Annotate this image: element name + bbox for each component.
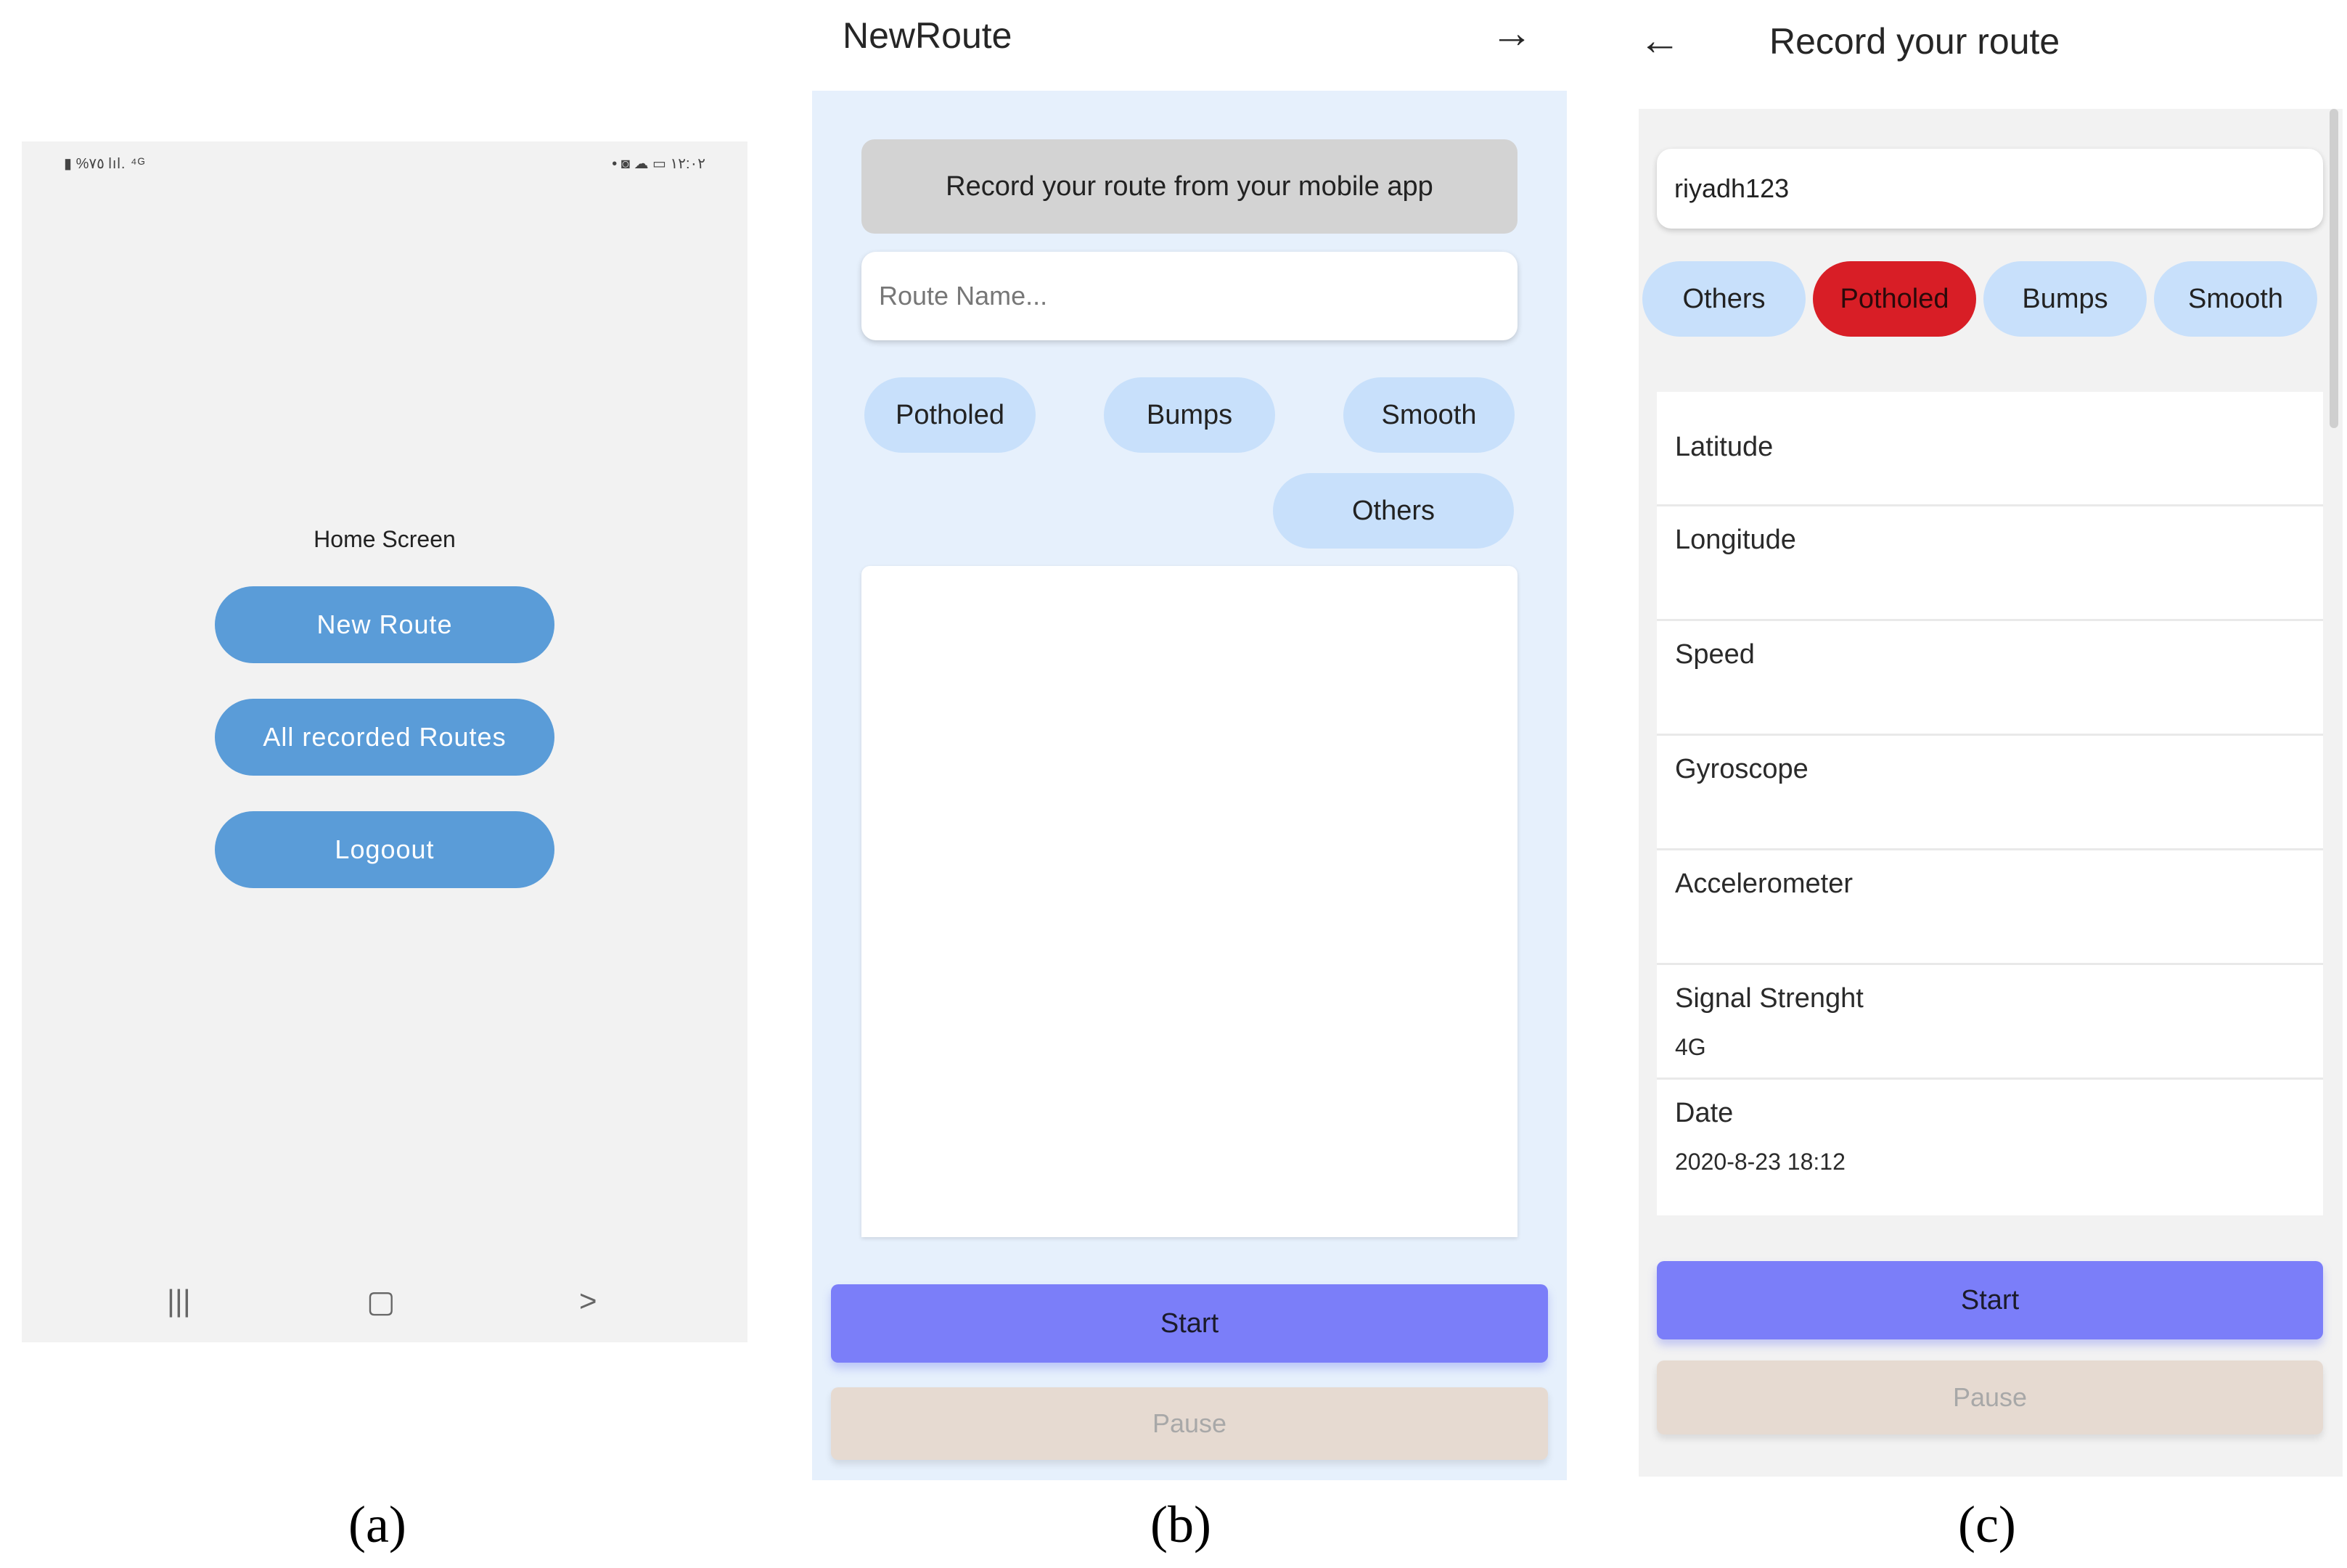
chip-bumps[interactable]: Bumps: [1104, 377, 1275, 453]
field-label: Accelerometer: [1675, 869, 1853, 899]
list-item-latitude: Latitude: [1657, 392, 2323, 506]
all-recorded-routes-button[interactable]: All recorded Routes: [215, 699, 554, 776]
chip-smooth[interactable]: Smooth: [1343, 377, 1515, 453]
back-arrow-icon[interactable]: ←: [1639, 17, 1681, 64]
chip-others[interactable]: Others: [1642, 261, 1806, 337]
new-route-button[interactable]: New Route: [215, 586, 554, 663]
status-bar-right: • ◙ ☁ ▭ ١٢:٠٢: [612, 156, 705, 172]
list-item-gyroscope: Gyroscope: [1657, 736, 2323, 850]
record-route-header: ← Record your route: [1639, 0, 2343, 109]
home-screen-panel: ▮ %٧٥ lıl. ⁴ᴳ • ◙ ☁ ▭ ١٢:٠٢ Home Screen …: [22, 141, 747, 1342]
new-route-panel: Record your route from your mobile app R…: [812, 91, 1567, 1480]
list-item-signal-strength: Signal Strenght 4G: [1657, 965, 2323, 1080]
start-button[interactable]: Start: [831, 1284, 1548, 1363]
field-label: Date: [1675, 1098, 1734, 1128]
sensor-readings-list: Latitude Longitude Speed Gyroscope Accel…: [1657, 392, 2323, 1215]
list-item-speed: Speed: [1657, 621, 2323, 736]
pause-button[interactable]: Pause: [831, 1387, 1548, 1460]
back-icon[interactable]: >: [579, 1284, 597, 1318]
chip-smooth[interactable]: Smooth: [2154, 261, 2317, 337]
route-name-input[interactable]: riyadh123: [1657, 149, 2323, 229]
start-button[interactable]: Start: [1657, 1261, 2323, 1339]
field-label: Speed: [1675, 639, 1755, 670]
record-route-panel: riyadh123 Others Potholed Bumps Smooth L…: [1639, 109, 2343, 1477]
field-value: 4G: [1675, 1034, 1706, 1060]
chip-potholed[interactable]: Potholed: [864, 377, 1036, 453]
record-route-banner: Record your route from your mobile app: [861, 139, 1517, 234]
home-icon[interactable]: ▢: [366, 1284, 396, 1318]
logout-button[interactable]: Logoout: [215, 811, 554, 888]
list-item-longitude: Longitude: [1657, 506, 2323, 621]
field-label: Gyroscope: [1675, 754, 1809, 784]
field-label: Latitude: [1675, 432, 1774, 462]
forward-arrow-icon[interactable]: →: [1491, 9, 1533, 57]
list-item-accelerometer: Accelerometer: [1657, 850, 2323, 965]
caption-b: (b): [1150, 1495, 1211, 1553]
status-bar: ▮ %٧٥ lıl. ⁴ᴳ • ◙ ☁ ▭ ١٢:٠٢: [22, 141, 747, 185]
status-bar-left: ▮ %٧٥ lıl. ⁴ᴳ: [64, 156, 146, 172]
field-label: Signal Strenght: [1675, 983, 1864, 1014]
chip-potholed[interactable]: Potholed: [1813, 261, 1976, 337]
recent-apps-icon[interactable]: |||: [167, 1284, 191, 1318]
page-title: Record your route: [1769, 21, 2060, 62]
field-value: 2020-8-23 18:12: [1675, 1149, 1846, 1175]
caption-a: (a): [348, 1495, 406, 1553]
chip-others[interactable]: Others: [1273, 473, 1514, 549]
home-screen-title: Home Screen: [314, 526, 456, 552]
pause-button[interactable]: Pause: [1657, 1360, 2323, 1434]
new-route-header: NewRoute →: [812, 0, 1567, 91]
route-map-area: [861, 566, 1517, 1237]
scrollbar[interactable]: [2330, 109, 2338, 428]
caption-c: (c): [1958, 1495, 2016, 1553]
list-item-date: Date 2020-8-23 18:12: [1657, 1080, 2323, 1194]
field-label: Longitude: [1675, 525, 1796, 555]
chip-bumps[interactable]: Bumps: [1983, 261, 2147, 337]
page-title: NewRoute: [843, 15, 1012, 56]
route-name-input[interactable]: Route Name...: [861, 252, 1517, 340]
